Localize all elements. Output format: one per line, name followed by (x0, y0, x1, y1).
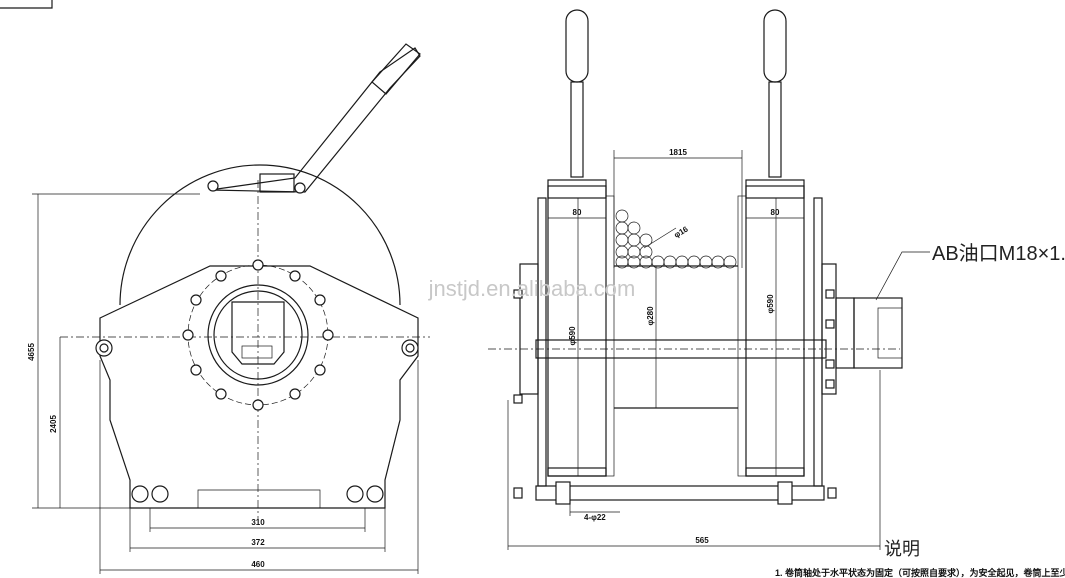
motor-port (241, 345, 273, 359)
dim-flange-diameter-right: φ590 (766, 294, 775, 314)
lever-grip (371, 43, 421, 95)
dim-axis-height: 2405 (49, 415, 58, 433)
bolt-12 (215, 270, 227, 282)
handle-right-grip (763, 9, 787, 83)
dim-drum-length: 1815 (669, 148, 687, 157)
right-flange (745, 179, 805, 477)
left-flange-rim (605, 195, 615, 477)
motor-mount-plate (821, 263, 837, 395)
dim-total-height: 4655 (27, 343, 36, 361)
oil-port-leader (875, 251, 930, 301)
base-hole-1 (131, 485, 149, 503)
lever-pivot (259, 173, 295, 193)
bolt-2 (289, 270, 301, 282)
oil-port-label: AB油口M18×1.5 (932, 242, 1065, 265)
dim-hole-spacing: 310 (251, 518, 265, 527)
base-recess (197, 489, 321, 508)
base-frame (535, 485, 825, 501)
drum-arc (119, 164, 401, 306)
front-view: 4655 2405 310 372 460 (27, 43, 430, 574)
watermark: jnstjd.en.alibaba.com (428, 276, 636, 301)
bolt-1 (252, 259, 264, 271)
notes-line-1: 1. 卷筒轴处于水平状态为固定（可按照自要求），为安全起见，卷筒上至少留钢丝绳 (775, 567, 1065, 578)
lug-left-hole (99, 343, 109, 353)
rope-coils (615, 209, 737, 269)
right-flange-top-band (745, 185, 805, 199)
bolt-9 (190, 364, 202, 376)
lug-right-hole (405, 343, 415, 353)
bolt-4 (322, 329, 334, 341)
motor-neck (835, 297, 855, 369)
bolt-5 (314, 364, 326, 376)
right-flange-bottom-band (745, 467, 805, 477)
housing-outline (99, 265, 419, 509)
left-flange-bottom-band (547, 467, 607, 477)
right-end-plate (813, 197, 823, 487)
base-hole-3 (346, 485, 364, 503)
bolt-3 (314, 294, 326, 306)
handle-left-grip (565, 9, 589, 83)
dim-flange-diameter-left: φ590 (568, 326, 577, 346)
motor-port-block (231, 301, 285, 365)
lever-pin-left (207, 180, 219, 192)
base-hole-2 (151, 485, 169, 503)
motor-flange (207, 284, 309, 386)
handle-right-rod (768, 81, 782, 178)
dim-rope-diameter: φ16 (673, 224, 691, 239)
dim-total-width: 460 (251, 560, 265, 569)
bolt-8 (215, 388, 227, 400)
left-end-plate (537, 197, 547, 487)
handle-left-rod (570, 81, 584, 178)
dim-base-width: 372 (251, 538, 265, 547)
title-frame-corner (0, 0, 53, 9)
motor-face (213, 290, 303, 380)
bolt-10 (182, 329, 194, 341)
base-hole-4 (366, 485, 384, 503)
dim-flange-width-right: 80 (771, 208, 780, 217)
bolt-11 (190, 294, 202, 306)
hand-lever (209, 47, 421, 193)
bolt-6 (289, 388, 301, 400)
lever-pin-right (294, 182, 306, 194)
dim-drum-diameter: φ280 (646, 306, 655, 326)
bolt-7 (252, 399, 264, 411)
dim-bolt-holes: 4-φ22 (584, 513, 606, 522)
left-flange (547, 179, 607, 477)
dim-flange-width-left: 80 (573, 208, 582, 217)
left-flange-top-band (547, 185, 607, 199)
motor-cap (877, 307, 903, 359)
notes-heading: 说明 (884, 539, 920, 559)
dim-overall-length: 565 (695, 536, 709, 545)
